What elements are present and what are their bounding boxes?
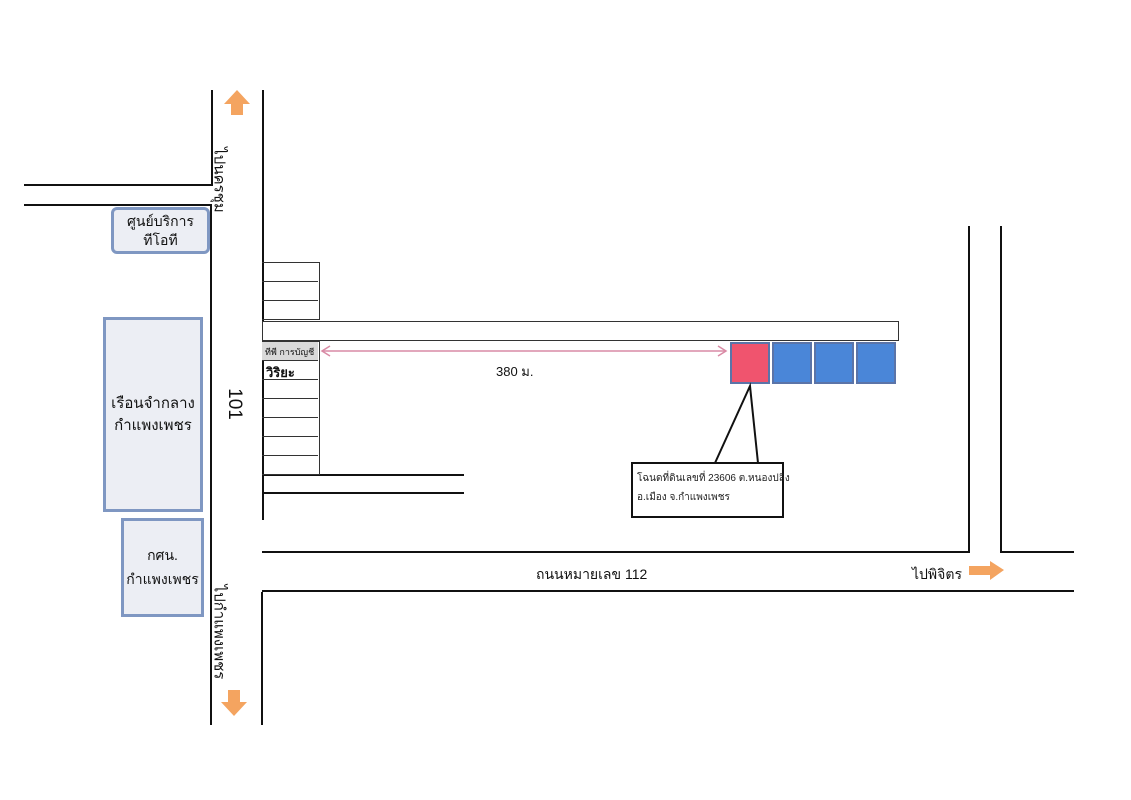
road-101-label: 101: [223, 388, 245, 420]
soi-south-edge-b: [262, 492, 464, 494]
arrow-up-icon: [224, 90, 250, 115]
callout-line-1: โฉนดที่ดินเลขที่ 23606 ต.หนองปลิง: [637, 473, 790, 484]
to-nakhon-chum-label: ไปนครชุม: [210, 147, 228, 213]
shop-wiriya: วิริยะ: [262, 361, 318, 380]
tot-service-center: ศูนย์บริการทีโอที: [111, 207, 210, 254]
nfe-office: กศน. กำแพงเพชร: [121, 518, 204, 617]
buildings-top: [262, 262, 320, 320]
road-101-right-edge-lower: [261, 592, 263, 725]
prison-line-1: เรือนจำกลาง: [111, 394, 195, 412]
soi-lane: [262, 321, 899, 341]
building-unit: [262, 380, 318, 399]
cross-road-top-edge: [24, 184, 212, 186]
road-101-right-edge-upper: [262, 90, 264, 520]
road-101-left-edge-lower: [210, 205, 212, 725]
neighbor-lot: [814, 342, 854, 384]
to-kamphaeng-phet-label: ไปกำแพงเพชร: [210, 584, 228, 680]
arrow-down-icon: [221, 690, 247, 716]
callout-line-2: อ.เมือง จ.กำแพงเพชร: [637, 492, 730, 503]
side-road-west-edge: [968, 226, 970, 553]
tot-line-2: ทีโอที: [143, 231, 178, 248]
to-phichit-label: ไปพิจิตร: [912, 566, 962, 582]
hwy-112-south-edge: [262, 590, 1074, 592]
building-unit: [262, 282, 318, 301]
land-title-callout: โฉนดที่ดินเลขที่ 23606 ต.หนองปลิง อ.เมือ…: [631, 462, 790, 518]
cross-road-bottom-edge: [24, 204, 212, 206]
central-prison: เรือนจำกลางกำแพงเพชร: [103, 317, 203, 512]
building-unit: [262, 399, 318, 418]
highway-112-label: ถนนหมายเลข 112: [536, 566, 648, 582]
distance-arrowhead-right: [717, 345, 728, 357]
building-unit: [262, 263, 318, 282]
neighbor-lot: [856, 342, 896, 384]
distance-arrowhead-left: [320, 345, 331, 357]
building-unit: [262, 418, 318, 437]
shop-accounting: ทีพี การบัญชี: [262, 342, 318, 361]
arrow-right-icon: [969, 561, 1004, 580]
neighbor-lot: [772, 342, 812, 384]
distance-label: 380 ม.: [496, 364, 534, 379]
nfe-line-2: กำแพงเพชร: [126, 570, 199, 587]
hwy-112-north-edge-east: [1001, 551, 1074, 553]
hwy-112-north-edge: [262, 551, 969, 553]
buildings-lower: ทีพี การบัญชี วิริยะ: [262, 341, 320, 475]
tot-line-1: ศูนย์บริการ: [127, 213, 194, 230]
road-101-left-edge-upper: [211, 90, 213, 186]
building-unit: [262, 437, 318, 456]
prison-line-2: กำแพงเพชร: [114, 416, 192, 434]
side-road-east-edge: [1000, 226, 1002, 553]
nfe-line-1: กศน.: [147, 546, 178, 563]
soi-south-edge-a: [262, 474, 464, 476]
callout-pointer: [713, 382, 760, 464]
target-lot: [730, 342, 770, 384]
